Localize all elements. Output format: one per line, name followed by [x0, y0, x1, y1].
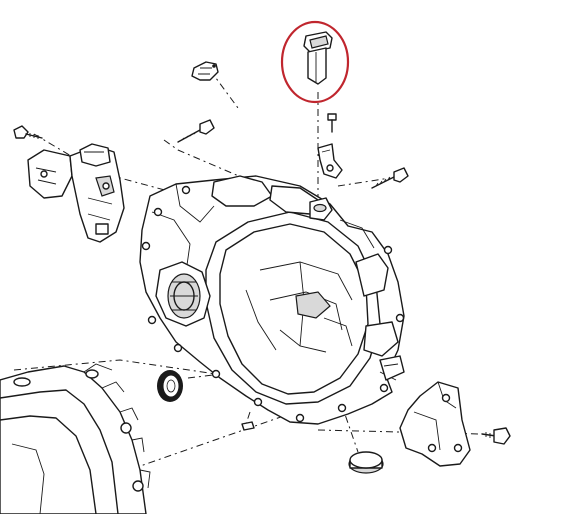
clutch-housing-partial	[0, 363, 151, 514]
dowel-pin	[241, 421, 255, 431]
oil-seal	[157, 370, 183, 402]
transmission-housing	[139, 175, 405, 425]
clip-bracket	[317, 143, 343, 179]
bolt-small-top	[327, 113, 337, 133]
housing-mount-pad	[379, 355, 405, 381]
bolt-upper-left	[13, 125, 43, 139]
mount-bracket-right	[399, 381, 471, 467]
bolt-lower-right	[481, 427, 511, 445]
bolt-upper-center	[177, 119, 215, 143]
bolt-upper-right	[371, 167, 409, 189]
rubber-plug	[348, 451, 384, 474]
highlighted-sensor-plug	[303, 31, 333, 85]
engine-mount-bracket-left	[27, 143, 125, 243]
highlight-ellipse	[280, 20, 350, 104]
small-clip-top	[191, 61, 219, 81]
